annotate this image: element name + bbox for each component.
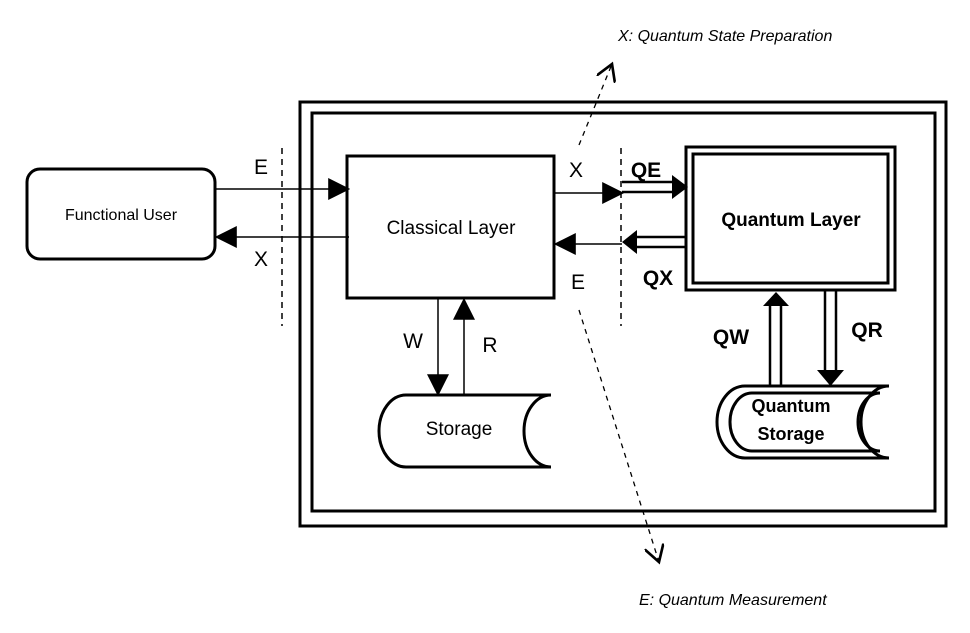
label-read: R bbox=[482, 334, 497, 357]
measurement-pointer bbox=[578, 309, 659, 562]
classical-layer-node: Classical Layer bbox=[345, 154, 556, 300]
label-quantum-to-classical: E bbox=[571, 271, 585, 294]
label-write: W bbox=[403, 330, 423, 353]
classical-layer-label: Classical Layer bbox=[387, 218, 516, 239]
storage-label: Storage bbox=[426, 419, 493, 440]
annotation-state-preparation: X: Quantum State Preparation bbox=[617, 28, 832, 45]
label-user-to-classical: E bbox=[254, 156, 268, 179]
quantum-storage-label-line1: Quantum bbox=[752, 396, 831, 416]
quantum-storage-label-line2: Storage bbox=[757, 424, 824, 444]
label-qe: QE bbox=[631, 159, 661, 182]
label-classical-to-user: X bbox=[254, 248, 268, 271]
label-classical-to-quantum: X bbox=[569, 159, 583, 182]
quantum-layer-node: Quantum Layer bbox=[684, 145, 897, 292]
functional-user-label: Functional User bbox=[65, 207, 178, 224]
edge-qx-double-arrow bbox=[622, 230, 686, 254]
state-preparation-pointer bbox=[578, 64, 612, 146]
functional-user-node: Functional User bbox=[25, 167, 217, 261]
annotation-measurement: E: Quantum Measurement bbox=[639, 592, 827, 609]
system-boundary bbox=[298, 100, 948, 528]
edge-qe-double-arrow bbox=[622, 175, 688, 199]
edge-quantum-write bbox=[763, 292, 789, 386]
label-qx: QX bbox=[643, 267, 673, 290]
quantum-storage-node: Quantum Storage bbox=[715, 384, 890, 460]
quantum-layer-label: Quantum Layer bbox=[721, 210, 861, 231]
storage-node: Storage bbox=[377, 393, 552, 469]
label-quantum-write: QW bbox=[713, 326, 749, 349]
label-quantum-read: QR bbox=[851, 319, 883, 342]
edge-quantum-read bbox=[817, 291, 844, 386]
